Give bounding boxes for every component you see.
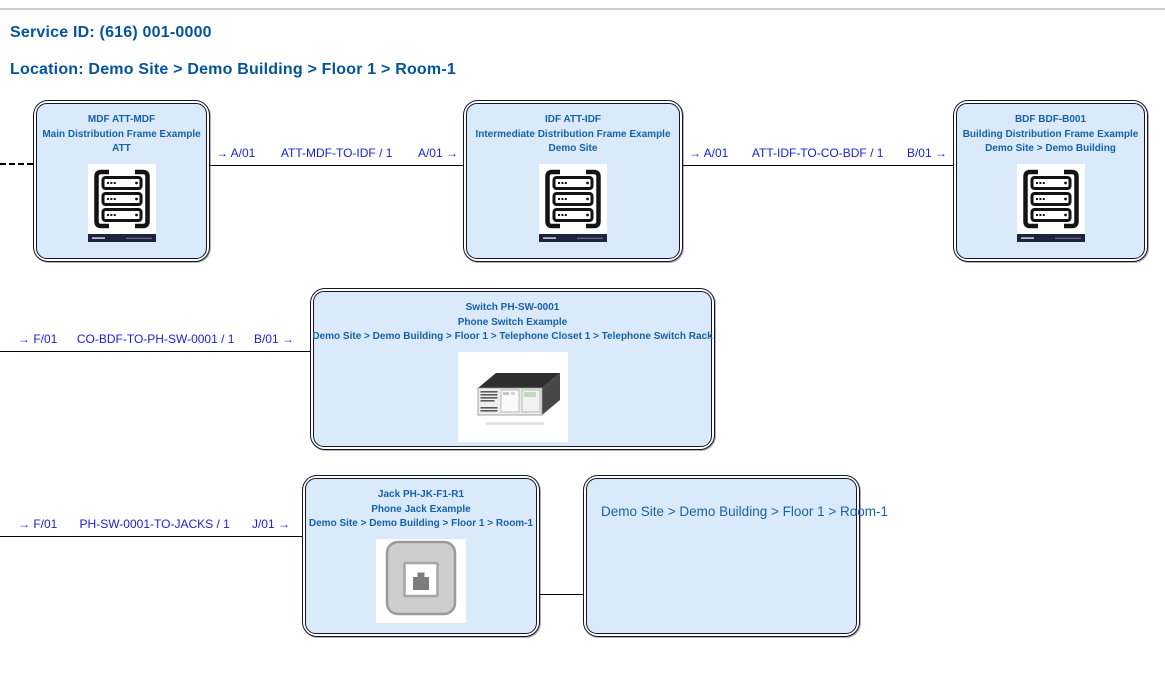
cable-link[interactable]: CO-BDF-TO-PH-SW-0001 / 1: [76, 332, 235, 346]
node-description: Intermediate Distribution Frame Example: [475, 128, 671, 140]
node-location: Demo Site > Demo Building: [985, 143, 1116, 154]
connection-label-1: → A/01 ATT-MDF-TO-IDF / 1 A/01 →: [216, 146, 458, 160]
node-location: Demo Site > Demo Building > Floor 1 > Ro…: [308, 518, 534, 529]
out-port-link[interactable]: → F/01: [18, 517, 58, 531]
node-title: Switch PH-SW-0001: [465, 302, 560, 313]
node-room-body: Demo Site > Demo Building > Floor 1 > Ro…: [586, 478, 888, 634]
node-room[interactable]: Demo Site > Demo Building > Floor 1 > Ro…: [583, 475, 888, 637]
node-switch-body: Switch PH-SW-0001 Phone Switch Example D…: [312, 291, 713, 447]
node-description: Building Distribution Frame Example: [962, 128, 1139, 140]
node-bdf-body: BDF BDF-B001 Building Distribution Frame…: [956, 103, 1145, 259]
node-mdf[interactable]: MDF ATT-MDF Main Distribution Frame Exam…: [33, 100, 210, 262]
node-description: Phone Switch Example: [457, 316, 568, 328]
connector-line-switch-jack: [0, 536, 302, 537]
cable-link[interactable]: ATT-IDF-TO-CO-BDF / 1: [751, 146, 884, 160]
node-mdf-body: MDF ATT-MDF Main Distribution Frame Exam…: [36, 103, 207, 259]
jack-icon: [376, 539, 466, 623]
incoming-dashed-line: [0, 163, 33, 165]
node-location: Demo Site > Demo Building > Floor 1 > Te…: [312, 331, 713, 342]
cable-link[interactable]: PH-SW-0001-TO-JACKS / 1: [79, 517, 230, 531]
room-location-text: Demo Site > Demo Building > Floor 1 > Ro…: [601, 504, 889, 519]
node-location: Demo Site: [548, 143, 598, 154]
rack-icon: [539, 164, 607, 242]
out-port-link[interactable]: → A/01: [689, 146, 729, 160]
node-jack-body: Jack PH-JK-F1-R1 Phone Jack Example Demo…: [305, 478, 537, 634]
node-idf[interactable]: IDF ATT-IDF Intermediate Distribution Fr…: [463, 100, 683, 262]
node-description: Main Distribution Frame Example: [42, 128, 201, 140]
connector-line-bdf-switch: [0, 351, 310, 352]
cable-link[interactable]: ATT-MDF-TO-IDF / 1: [280, 146, 393, 160]
connection-label-3: → F/01 CO-BDF-TO-PH-SW-0001 / 1 B/01 →: [18, 332, 294, 346]
out-port-link[interactable]: → F/01: [18, 332, 58, 346]
node-bdf[interactable]: BDF BDF-B001 Building Distribution Frame…: [953, 100, 1148, 262]
connector-line-jack-room: [540, 594, 583, 595]
node-title: IDF ATT-IDF: [544, 114, 602, 125]
rack-icon: [88, 164, 156, 242]
node-title: BDF BDF-B001: [1014, 114, 1087, 125]
node-switch[interactable]: Switch PH-SW-0001 Phone Switch Example D…: [310, 288, 715, 450]
out-port-link[interactable]: → A/01: [216, 146, 256, 160]
connection-label-2: → A/01 ATT-IDF-TO-CO-BDF / 1 B/01 →: [689, 146, 947, 160]
in-port-link[interactable]: B/01 →: [906, 146, 947, 160]
location-breadcrumb: Location: Demo Site > Demo Building > Fl…: [10, 61, 456, 78]
in-port-link[interactable]: J/01 →: [251, 517, 290, 531]
service-id-heading: Service ID: (616) 001-0000: [10, 24, 212, 41]
rack-icon: [1017, 164, 1085, 242]
in-port-link[interactable]: B/01 →: [253, 332, 294, 346]
node-title: MDF ATT-MDF: [87, 114, 156, 125]
node-description: Phone Jack Example: [371, 503, 471, 515]
node-location: ATT: [112, 143, 131, 154]
top-divider: [0, 8, 1165, 10]
connector-line-mdf-idf: [210, 165, 463, 166]
in-port-link[interactable]: A/01 →: [417, 146, 458, 160]
connection-label-4: → F/01 PH-SW-0001-TO-JACKS / 1 J/01 →: [18, 517, 290, 531]
switch-icon: [458, 352, 568, 442]
node-idf-body: IDF ATT-IDF Intermediate Distribution Fr…: [466, 103, 680, 259]
node-jack[interactable]: Jack PH-JK-F1-R1 Phone Jack Example Demo…: [302, 475, 540, 637]
node-title: Jack PH-JK-F1-R1: [377, 489, 465, 500]
connector-line-idf-bdf: [683, 165, 953, 166]
